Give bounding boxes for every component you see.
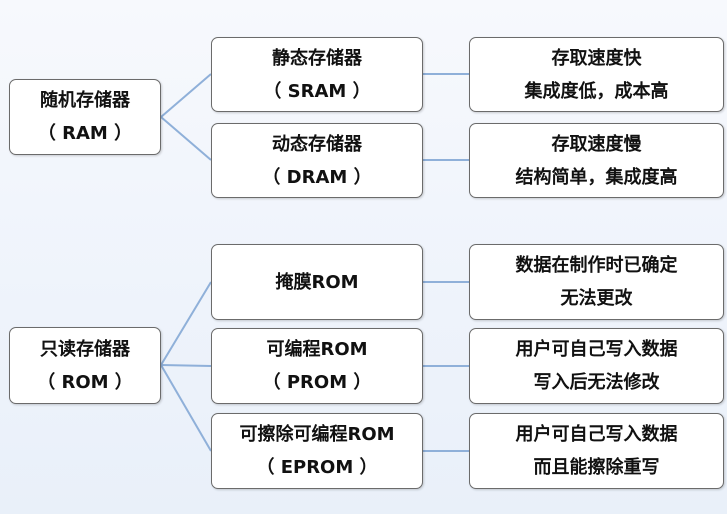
eprom-box: 可擦除可编程ROM （ EPROM ） [211, 413, 423, 489]
mask-rom-desc-box: 数据在制作时已确定 无法更改 [469, 244, 724, 320]
prom-title: 可编程ROM [266, 339, 368, 360]
dram-desc-box: 存取速度慢 结构简单，集成度高 [469, 123, 724, 198]
ram-category-box: 随机存储器 （ RAM ） [9, 79, 161, 155]
sram-abbr: （ SRAM ） [263, 80, 371, 102]
eprom-desc-line2: 而且能擦除重写 [533, 457, 660, 478]
dram-desc-line2: 结构简单，集成度高 [515, 166, 678, 188]
connector-rom-eprom [160, 364, 212, 452]
mask-rom-box: 掩膜ROM [211, 244, 423, 320]
connector-ram-sram [160, 73, 212, 118]
sram-desc-box: 存取速度快 集成度低，成本高 [469, 37, 724, 112]
connector-rom-prom [160, 364, 212, 367]
rom-category-abbr: （ ROM ） [37, 371, 133, 393]
dram-box: 动态存储器 （ DRAM ） [211, 123, 423, 198]
eprom-title: 可擦除可编程ROM [239, 424, 395, 445]
mask-rom-desc-line1: 数据在制作时已确定 [515, 255, 678, 276]
connector-rom-mask [160, 281, 212, 366]
ram-category-title: 随机存储器 [40, 90, 130, 111]
connector-ram-dram [160, 116, 212, 161]
dram-desc-line1: 存取速度慢 [551, 133, 642, 155]
rom-category-title: 只读存储器 [40, 338, 130, 360]
rom-category-box: 只读存储器 （ ROM ） [9, 327, 161, 404]
prom-box: 可编程ROM （ PROM ） [211, 328, 423, 404]
prom-desc-box: 用户可自己写入数据 写入后无法修改 [469, 328, 724, 404]
sram-desc-line2: 集成度低，成本高 [524, 80, 669, 102]
dram-abbr: （ DRAM ） [262, 166, 372, 188]
mask-rom-title: 掩膜ROM [275, 271, 359, 293]
prom-desc-line1: 用户可自己写入数据 [515, 339, 678, 360]
sram-box: 静态存储器 （ SRAM ） [211, 37, 423, 112]
mask-rom-desc-line2: 无法更改 [560, 288, 633, 309]
ram-category-abbr: （ RAM ） [37, 123, 133, 144]
eprom-desc-line1: 用户可自己写入数据 [515, 424, 678, 445]
sram-title: 静态存储器 [272, 47, 362, 69]
sram-desc-line1: 存取速度快 [551, 47, 642, 69]
prom-abbr: （ PROM ） [262, 372, 372, 393]
eprom-desc-box: 用户可自己写入数据 而且能擦除重写 [469, 413, 724, 489]
eprom-abbr: （ EPROM ） [256, 457, 378, 478]
prom-desc-line2: 写入后无法修改 [533, 372, 660, 393]
dram-title: 动态存储器 [272, 133, 362, 155]
